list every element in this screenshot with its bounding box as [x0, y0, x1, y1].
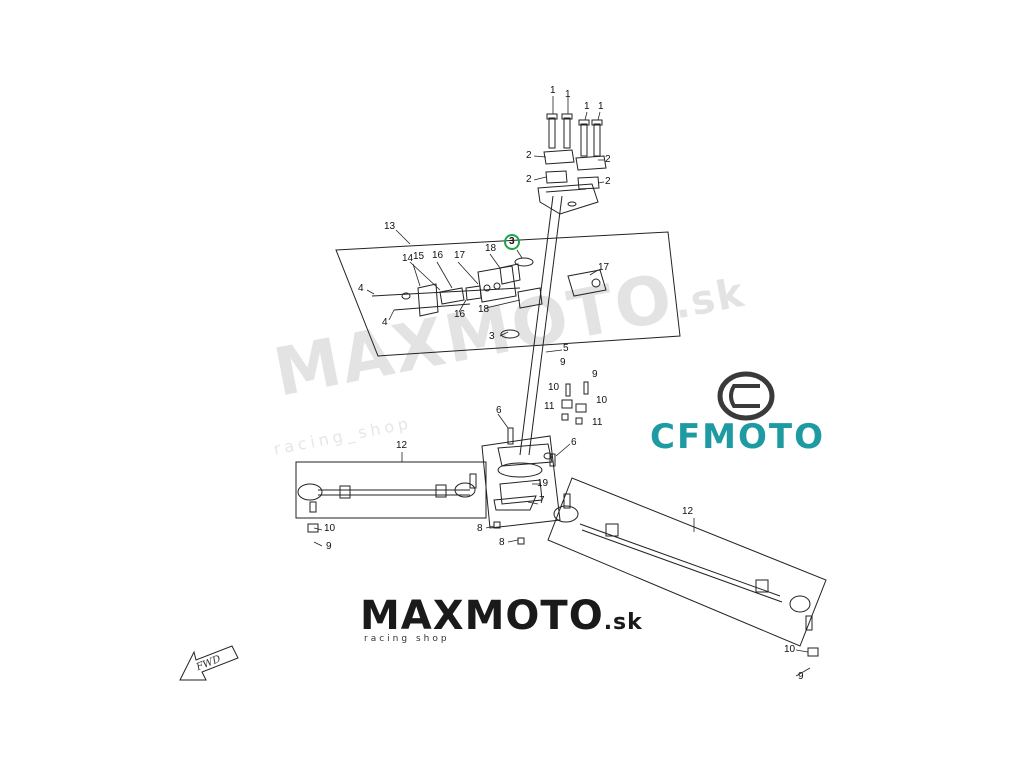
callout-1: 1	[550, 85, 556, 96]
callout-3-highlighted: 3	[509, 236, 515, 247]
callout-2: 2	[526, 150, 532, 161]
callout-10: 10	[784, 644, 796, 655]
callout-11: 11	[544, 401, 555, 412]
clamp-bolts	[546, 113, 603, 157]
callout-8: 8	[477, 523, 483, 534]
callout-1: 1	[598, 101, 604, 112]
leader-lines	[313, 96, 811, 677]
callout-18: 18	[478, 304, 490, 315]
callout-10: 10	[324, 523, 336, 534]
callout-2: 2	[605, 176, 611, 187]
callout-8: 8	[499, 537, 505, 548]
callout-3: 3	[489, 331, 495, 342]
column-bushing-assembly	[371, 257, 607, 339]
callout-6: 6	[496, 405, 502, 416]
callout-4: 4	[358, 283, 364, 294]
lower-bearing-housing	[493, 443, 553, 511]
callout-16: 16	[432, 250, 444, 261]
cfmoto-emblem-icon	[717, 371, 775, 421]
group-frame-13	[335, 231, 681, 357]
clamp-halves	[543, 149, 607, 190]
maxmoto-tagline: racing shop	[364, 634, 450, 644]
callout-6: 6	[571, 437, 577, 448]
callout-9: 9	[326, 541, 332, 552]
highlight-ring	[504, 234, 520, 250]
callout-17: 17	[454, 250, 466, 261]
callout-15: 15	[413, 251, 425, 262]
callout-18: 18	[485, 243, 497, 254]
steering-column-shaft	[519, 195, 563, 456]
callout-1: 1	[565, 89, 571, 100]
callout-2: 2	[605, 154, 611, 165]
callout-12: 12	[682, 506, 694, 517]
callout-4: 4	[382, 317, 388, 328]
callout-9: 9	[798, 671, 804, 682]
callout-2: 2	[526, 174, 532, 185]
callout-13: 13	[384, 221, 396, 232]
callout-9: 9	[592, 369, 598, 380]
callout-16: 16	[454, 309, 466, 320]
callout-17: 17	[598, 262, 610, 273]
callout-7: 7	[539, 495, 545, 506]
fwd-arrow-icon	[179, 645, 239, 681]
lower-frame-outline	[481, 435, 561, 529]
callout-10: 10	[548, 382, 560, 393]
callout-19: 19	[537, 478, 549, 489]
tie-rod-left	[297, 473, 477, 533]
callout-14: 14	[402, 253, 414, 264]
handlebar-clamp-plate	[537, 183, 599, 215]
callout-10: 10	[596, 395, 608, 406]
callout-1: 1	[584, 101, 590, 112]
maxmoto-logo: MAXMOTO.sk	[360, 593, 643, 639]
callout-9: 9	[560, 357, 566, 368]
callout-5: 5	[563, 343, 569, 354]
mount-bolts	[493, 427, 556, 545]
cfmoto-logo-text: CFMOTO	[650, 417, 826, 457]
callout-12: 12	[396, 440, 408, 451]
callout-11: 11	[592, 417, 603, 428]
pitman-fasteners	[561, 381, 589, 425]
